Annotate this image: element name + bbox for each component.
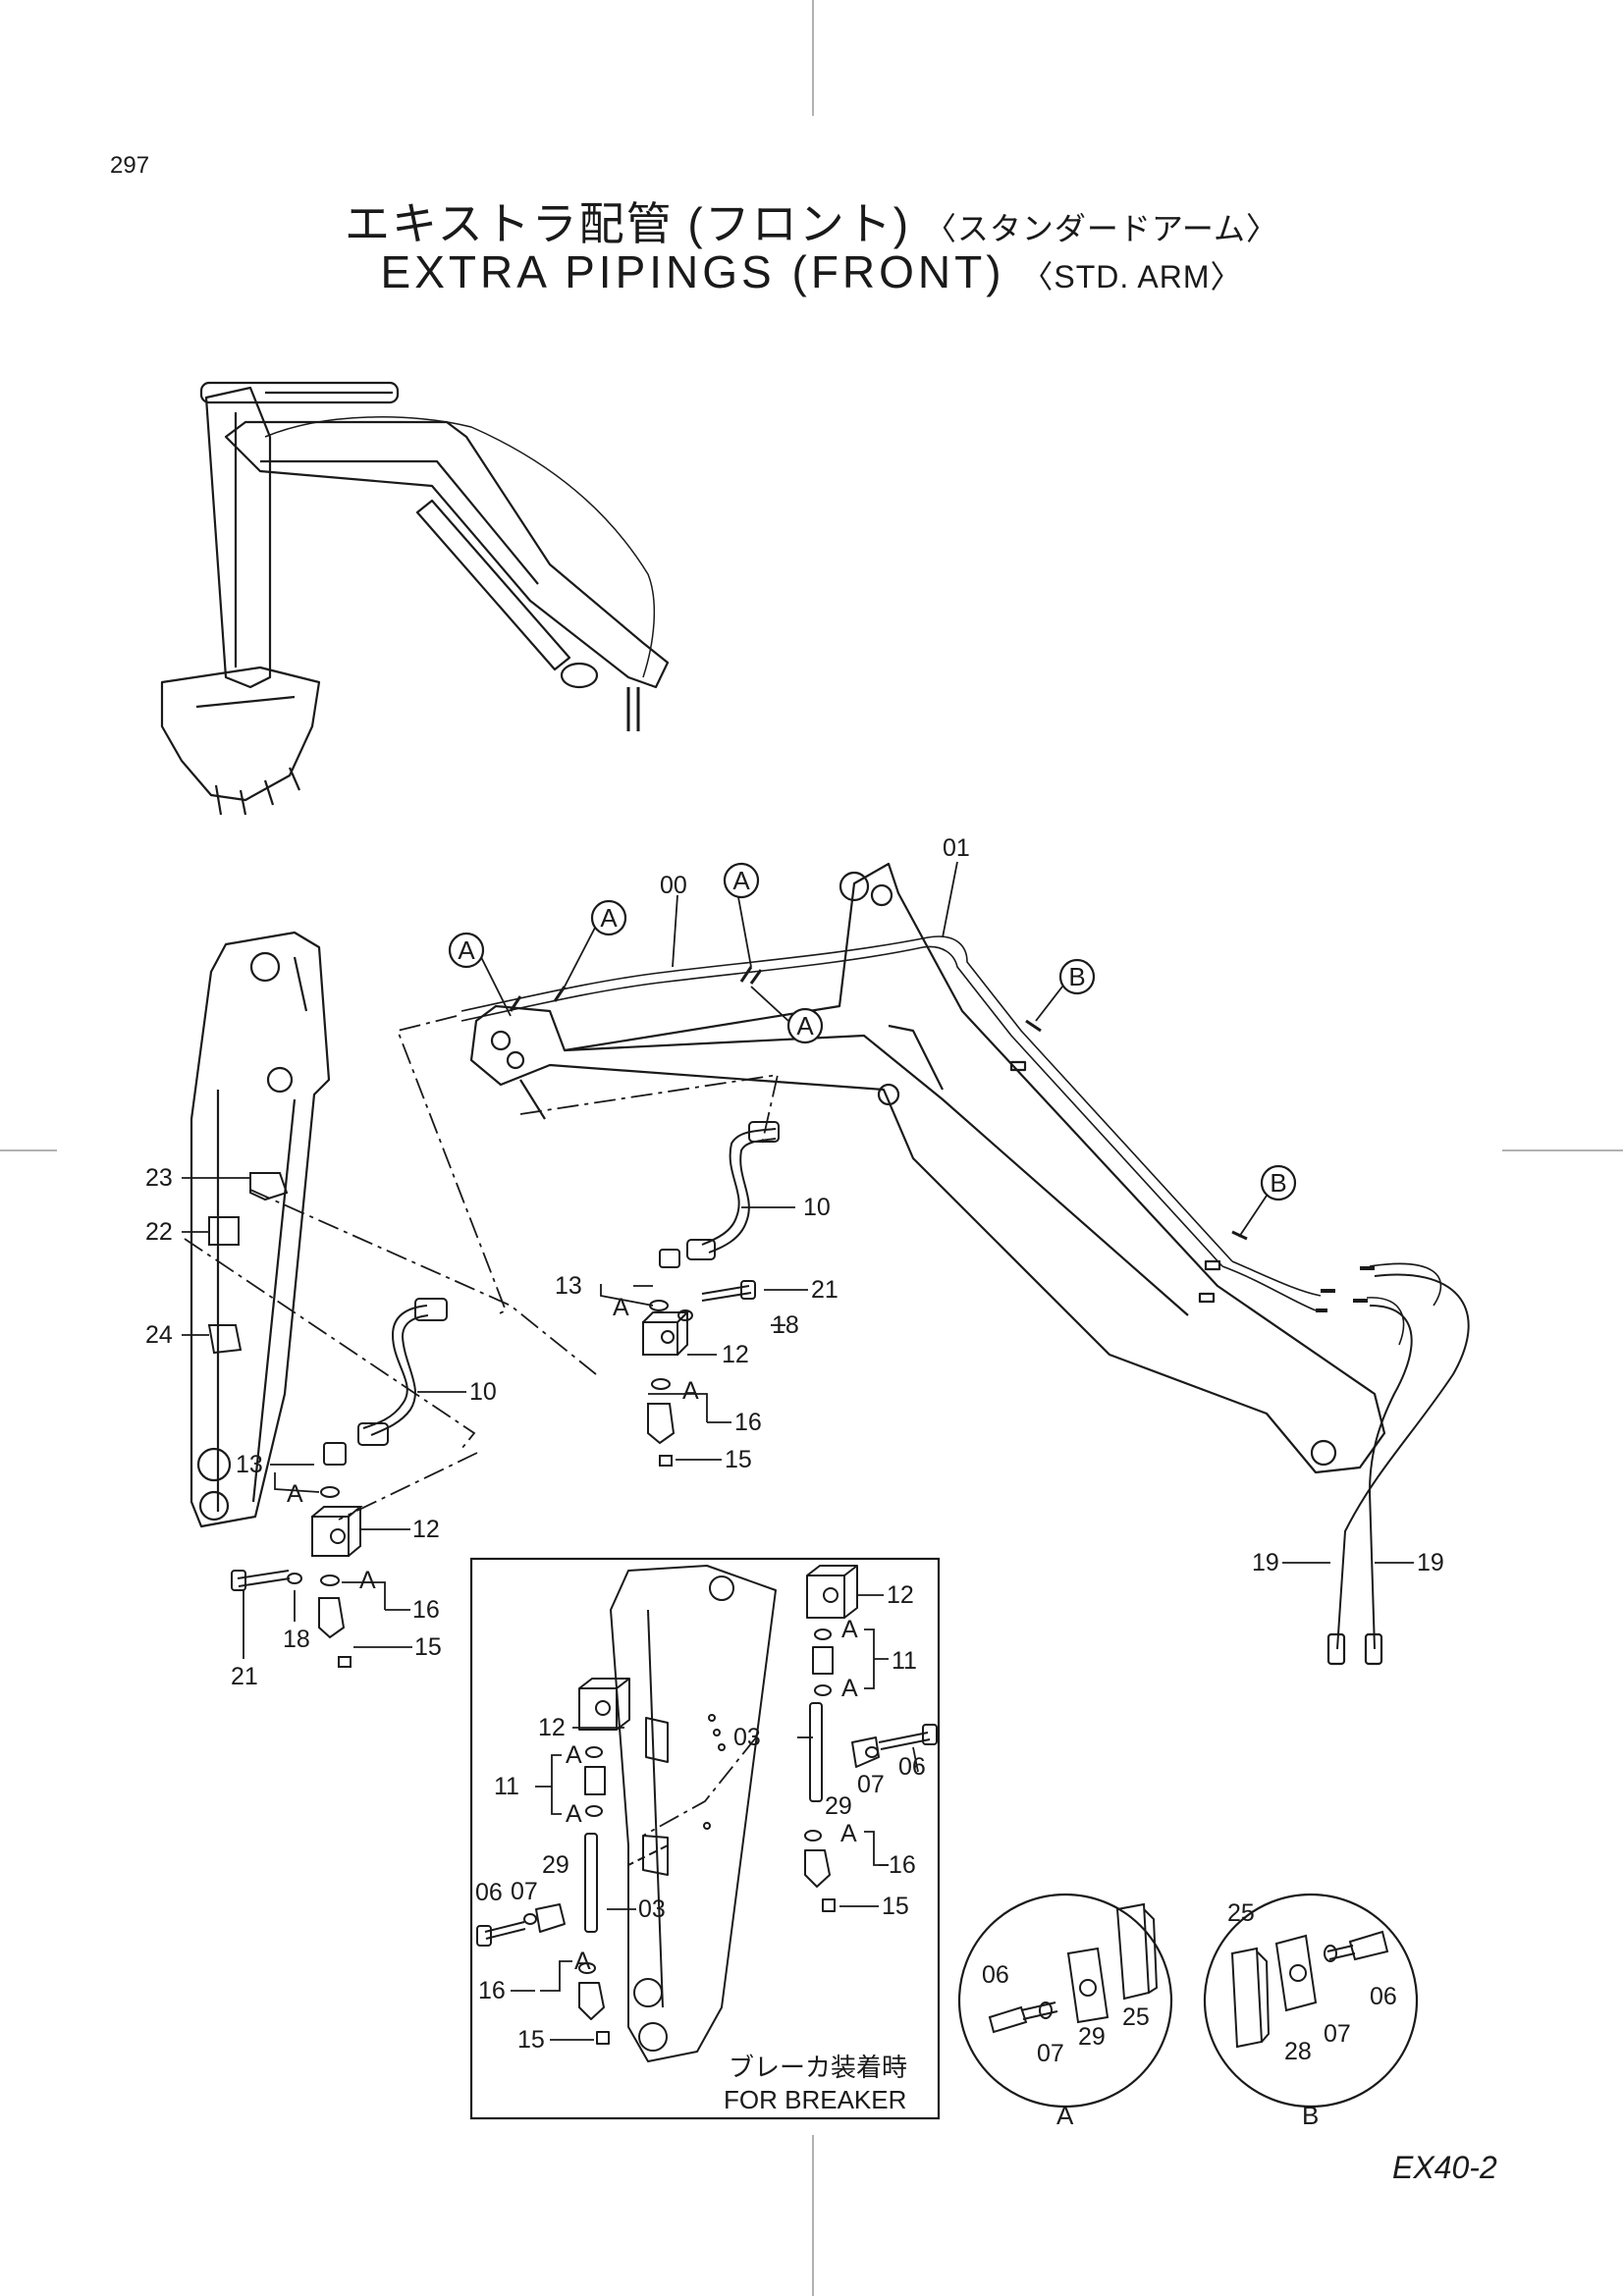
detail-a-label: A bbox=[1056, 2101, 1074, 2130]
callout-03-inset-left: 03 bbox=[638, 1896, 666, 1923]
inset-caption-en: FOR BREAKER bbox=[724, 2085, 906, 2114]
title-japanese: エキストラ配管 (フロント) 〈スタンダードアーム〉 bbox=[0, 188, 1623, 253]
reference-markers: A A A A B B bbox=[448, 862, 1297, 1238]
callout-15-upper: 15 bbox=[725, 1446, 752, 1473]
svg-text:A: A bbox=[458, 935, 475, 965]
callout-07-detail-a: 07 bbox=[1037, 2040, 1064, 2067]
callout-28-detail-b: 28 bbox=[1284, 2038, 1312, 2065]
hose-10-lower bbox=[357, 1298, 448, 1446]
marker-a-1: A bbox=[448, 932, 485, 969]
callout-25-detail-a: 25 bbox=[1122, 2003, 1150, 2031]
svg-text:A: A bbox=[566, 1800, 582, 1828]
callout-07-detail-b: 07 bbox=[1324, 2020, 1351, 2048]
svg-text:A: A bbox=[613, 1294, 629, 1321]
arm-clamps bbox=[207, 1172, 289, 1355]
callout-11-inset-left: 11 bbox=[494, 1773, 519, 1800]
callout-06-inset-left: 06 bbox=[475, 1879, 503, 1906]
marker-b-2: B bbox=[1260, 1164, 1297, 1201]
callout-01: 01 bbox=[943, 834, 970, 862]
callout-16-inset-right: 16 bbox=[889, 1851, 916, 1879]
callout-24: 24 bbox=[145, 1321, 173, 1349]
callout-06-inset-right: 06 bbox=[898, 1753, 926, 1781]
svg-text:A: A bbox=[841, 1675, 858, 1702]
callout-06-detail-a: 06 bbox=[982, 1961, 1009, 1989]
hose-10-upper bbox=[686, 1121, 780, 1260]
callout-18-lower: 18 bbox=[283, 1626, 310, 1653]
svg-text:A: A bbox=[796, 1011, 814, 1041]
boom-drawing bbox=[460, 862, 1470, 1666]
detail-b-label: B bbox=[1302, 2101, 1319, 2130]
marker-a-2: A bbox=[590, 899, 627, 936]
svg-text:A: A bbox=[732, 866, 750, 895]
svg-text:B: B bbox=[1068, 962, 1085, 991]
callout-12-inset-left: 12 bbox=[538, 1714, 566, 1741]
callout-10-upper: 10 bbox=[803, 1194, 831, 1221]
arm-drawing bbox=[189, 931, 331, 1528]
callout-03-inset-right: 03 bbox=[733, 1724, 761, 1751]
callout-25-detail-b: 25 bbox=[1227, 1899, 1255, 1927]
svg-text:A: A bbox=[566, 1741, 582, 1769]
svg-text:A: A bbox=[287, 1480, 303, 1508]
marker-a-4: A bbox=[786, 1007, 824, 1044]
for-breaker-inset: ブレーカ装着時 FOR BREAKER bbox=[469, 1557, 941, 2120]
callout-07-inset-right: 07 bbox=[857, 1771, 885, 1798]
leader-lines bbox=[184, 1015, 780, 1837]
detail-circle-b: B bbox=[1203, 1893, 1419, 2130]
title-jp-sub: 〈スタンダードアーム〉 bbox=[924, 211, 1278, 246]
svg-text:A: A bbox=[600, 903, 618, 933]
callout-12-lower: 12 bbox=[412, 1516, 440, 1543]
callout-29-inset-right: 29 bbox=[825, 1792, 852, 1820]
svg-text:A: A bbox=[359, 1567, 376, 1594]
title-english: EXTRA PIPINGS (FRONT) 〈STD. ARM〉 bbox=[0, 245, 1623, 298]
callout-19-right: 19 bbox=[1417, 1549, 1444, 1576]
inset-frame bbox=[469, 1557, 941, 2120]
callout-15-inset-right: 15 bbox=[882, 1893, 909, 1920]
svg-text:A: A bbox=[841, 1616, 858, 1643]
model-code: EX40-2 bbox=[1392, 2150, 1497, 2185]
callout-16-upper: 16 bbox=[734, 1409, 762, 1436]
callout-10-lower: 10 bbox=[469, 1378, 497, 1406]
page-number: 297 bbox=[110, 152, 150, 179]
callout-00: 00 bbox=[660, 872, 687, 899]
detail-circle-a: A bbox=[957, 1893, 1173, 2130]
callout-29-detail-a: 29 bbox=[1078, 2023, 1106, 2051]
callout-13-lower: 13 bbox=[236, 1451, 263, 1478]
a-bracket-labels: A A A A A A A A A A bbox=[287, 1294, 858, 1975]
part-callouts: 00 01 10 13 21 18 12 16 15 10 23 22 24 1… bbox=[145, 834, 1444, 2067]
inset-caption-jp: ブレーカ装着時 bbox=[729, 2053, 907, 2082]
title-en-main: EXTRA PIPINGS (FRONT) bbox=[380, 246, 1005, 297]
marker-b-1: B bbox=[1058, 958, 1096, 995]
callout-13-upper: 13 bbox=[555, 1272, 582, 1300]
svg-text:A: A bbox=[574, 1948, 591, 1975]
title-en-sub: 〈STD. ARM〉 bbox=[1021, 259, 1243, 294]
callout-16-lower: 16 bbox=[412, 1596, 440, 1624]
callout-21-lower: 21 bbox=[231, 1663, 258, 1690]
callout-15-inset-left: 15 bbox=[517, 2026, 545, 2054]
callout-12-upper: 12 bbox=[722, 1341, 749, 1368]
inset-arm-drawing bbox=[476, 1565, 938, 2062]
overview-excavator-drawing bbox=[160, 381, 670, 816]
block-fittings-upper bbox=[642, 1249, 756, 1467]
callout-22: 22 bbox=[145, 1218, 173, 1246]
marker-a-3: A bbox=[723, 862, 760, 899]
a-brackets bbox=[274, 1284, 889, 1992]
callout-23: 23 bbox=[145, 1164, 173, 1192]
callout-12-inset-right: 12 bbox=[887, 1581, 914, 1609]
callout-18-upper: 18 bbox=[772, 1311, 799, 1339]
callout-29-inset-left: 29 bbox=[542, 1851, 569, 1879]
callout-07-inset-left: 07 bbox=[511, 1878, 538, 1905]
callout-15-lower: 15 bbox=[414, 1633, 442, 1661]
svg-text:A: A bbox=[682, 1377, 699, 1405]
callout-06-detail-b: 06 bbox=[1370, 1983, 1397, 2010]
title-jp-main: エキストラ配管 (フロント) bbox=[345, 198, 911, 249]
callout-21-upper: 21 bbox=[811, 1276, 839, 1304]
callout-19-left: 19 bbox=[1252, 1549, 1279, 1576]
callout-16-inset-left: 16 bbox=[478, 1977, 506, 2004]
svg-text:A: A bbox=[840, 1820, 857, 1847]
block-fittings-lower bbox=[231, 1442, 363, 1668]
callout-11-inset-right: 11 bbox=[892, 1647, 917, 1675]
svg-text:B: B bbox=[1270, 1168, 1286, 1198]
